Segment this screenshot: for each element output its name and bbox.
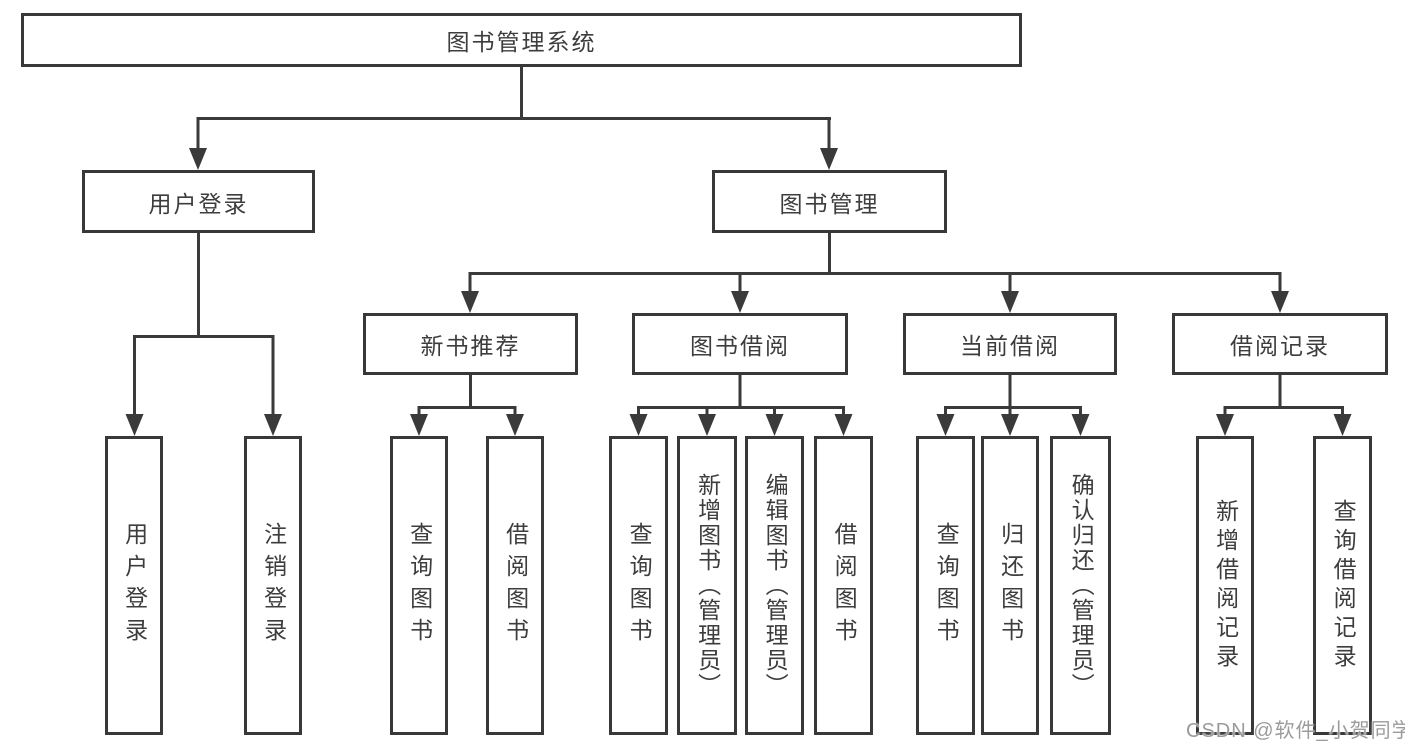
leaf-label: 注销登录 bbox=[260, 521, 287, 650]
leaf-query-books-current: 查询图书 bbox=[916, 436, 975, 735]
node-label: 图书管理系统 bbox=[446, 29, 597, 55]
node-new-book-recommendation: 新书推荐 bbox=[363, 313, 578, 375]
leaf-add-borrow-record: 新增借阅记录 bbox=[1196, 436, 1254, 735]
leaf-label: 查询图书 bbox=[933, 521, 960, 650]
leaf-logout: 注销登录 bbox=[244, 436, 302, 735]
leaf-label: 编辑图书（管理员） bbox=[762, 473, 789, 698]
node-label: 用户登录 bbox=[148, 190, 249, 217]
leaf-label: 确认归还（管理员） bbox=[1068, 473, 1095, 698]
leaf-label: 新增借阅记录 bbox=[1212, 498, 1239, 673]
arrowhead-icons bbox=[125, 148, 1352, 436]
leaf-user-login: 用户登录 bbox=[105, 436, 163, 735]
csdn-watermark: CSDN @软件_小贺同学 bbox=[1186, 720, 1405, 742]
node-current-borrowing: 当前借阅 bbox=[903, 313, 1117, 375]
leaf-query-borrow-record: 查询借阅记录 bbox=[1313, 436, 1372, 735]
leaf-label: 查询图书 bbox=[406, 521, 433, 650]
leaf-borrow-books-recommend: 借阅图书 bbox=[486, 436, 544, 735]
leaf-label: 查询图书 bbox=[626, 521, 653, 650]
node-book-borrowing: 图书借阅 bbox=[632, 313, 848, 375]
node-library-management-system: 图书管理系统 bbox=[21, 13, 1022, 67]
leaf-edit-book-admin: 编辑图书（管理员） bbox=[745, 436, 804, 735]
leaf-label: 新增图书（管理员） bbox=[694, 473, 721, 698]
leaf-query-books-borrow: 查询图书 bbox=[609, 436, 668, 735]
node-borrowing-records: 借阅记录 bbox=[1172, 313, 1388, 375]
node-label: 借阅记录 bbox=[1230, 333, 1330, 359]
leaf-label: 查询借阅记录 bbox=[1330, 498, 1357, 673]
leaf-query-books-recommend: 查询图书 bbox=[390, 436, 448, 735]
node-label: 新书推荐 bbox=[420, 333, 521, 359]
node-label: 图书管理 bbox=[779, 190, 880, 217]
node-label: 图书借阅 bbox=[690, 333, 790, 359]
node-book-management: 图书管理 bbox=[712, 170, 947, 233]
leaf-borrow-books: 借阅图书 bbox=[814, 436, 873, 735]
leaf-label: 借阅图书 bbox=[502, 521, 529, 650]
leaf-add-book-admin: 新增图书（管理员） bbox=[677, 436, 737, 735]
leaf-label: 用户登录 bbox=[121, 521, 148, 650]
leaf-confirm-return-admin: 确认归还（管理员） bbox=[1050, 436, 1111, 735]
leaf-label: 借阅图书 bbox=[831, 521, 858, 650]
node-label: 当前借阅 bbox=[960, 333, 1060, 359]
node-user-login: 用户登录 bbox=[82, 170, 315, 233]
leaf-return-books: 归还图书 bbox=[981, 436, 1039, 735]
leaf-label: 归还图书 bbox=[997, 521, 1024, 650]
